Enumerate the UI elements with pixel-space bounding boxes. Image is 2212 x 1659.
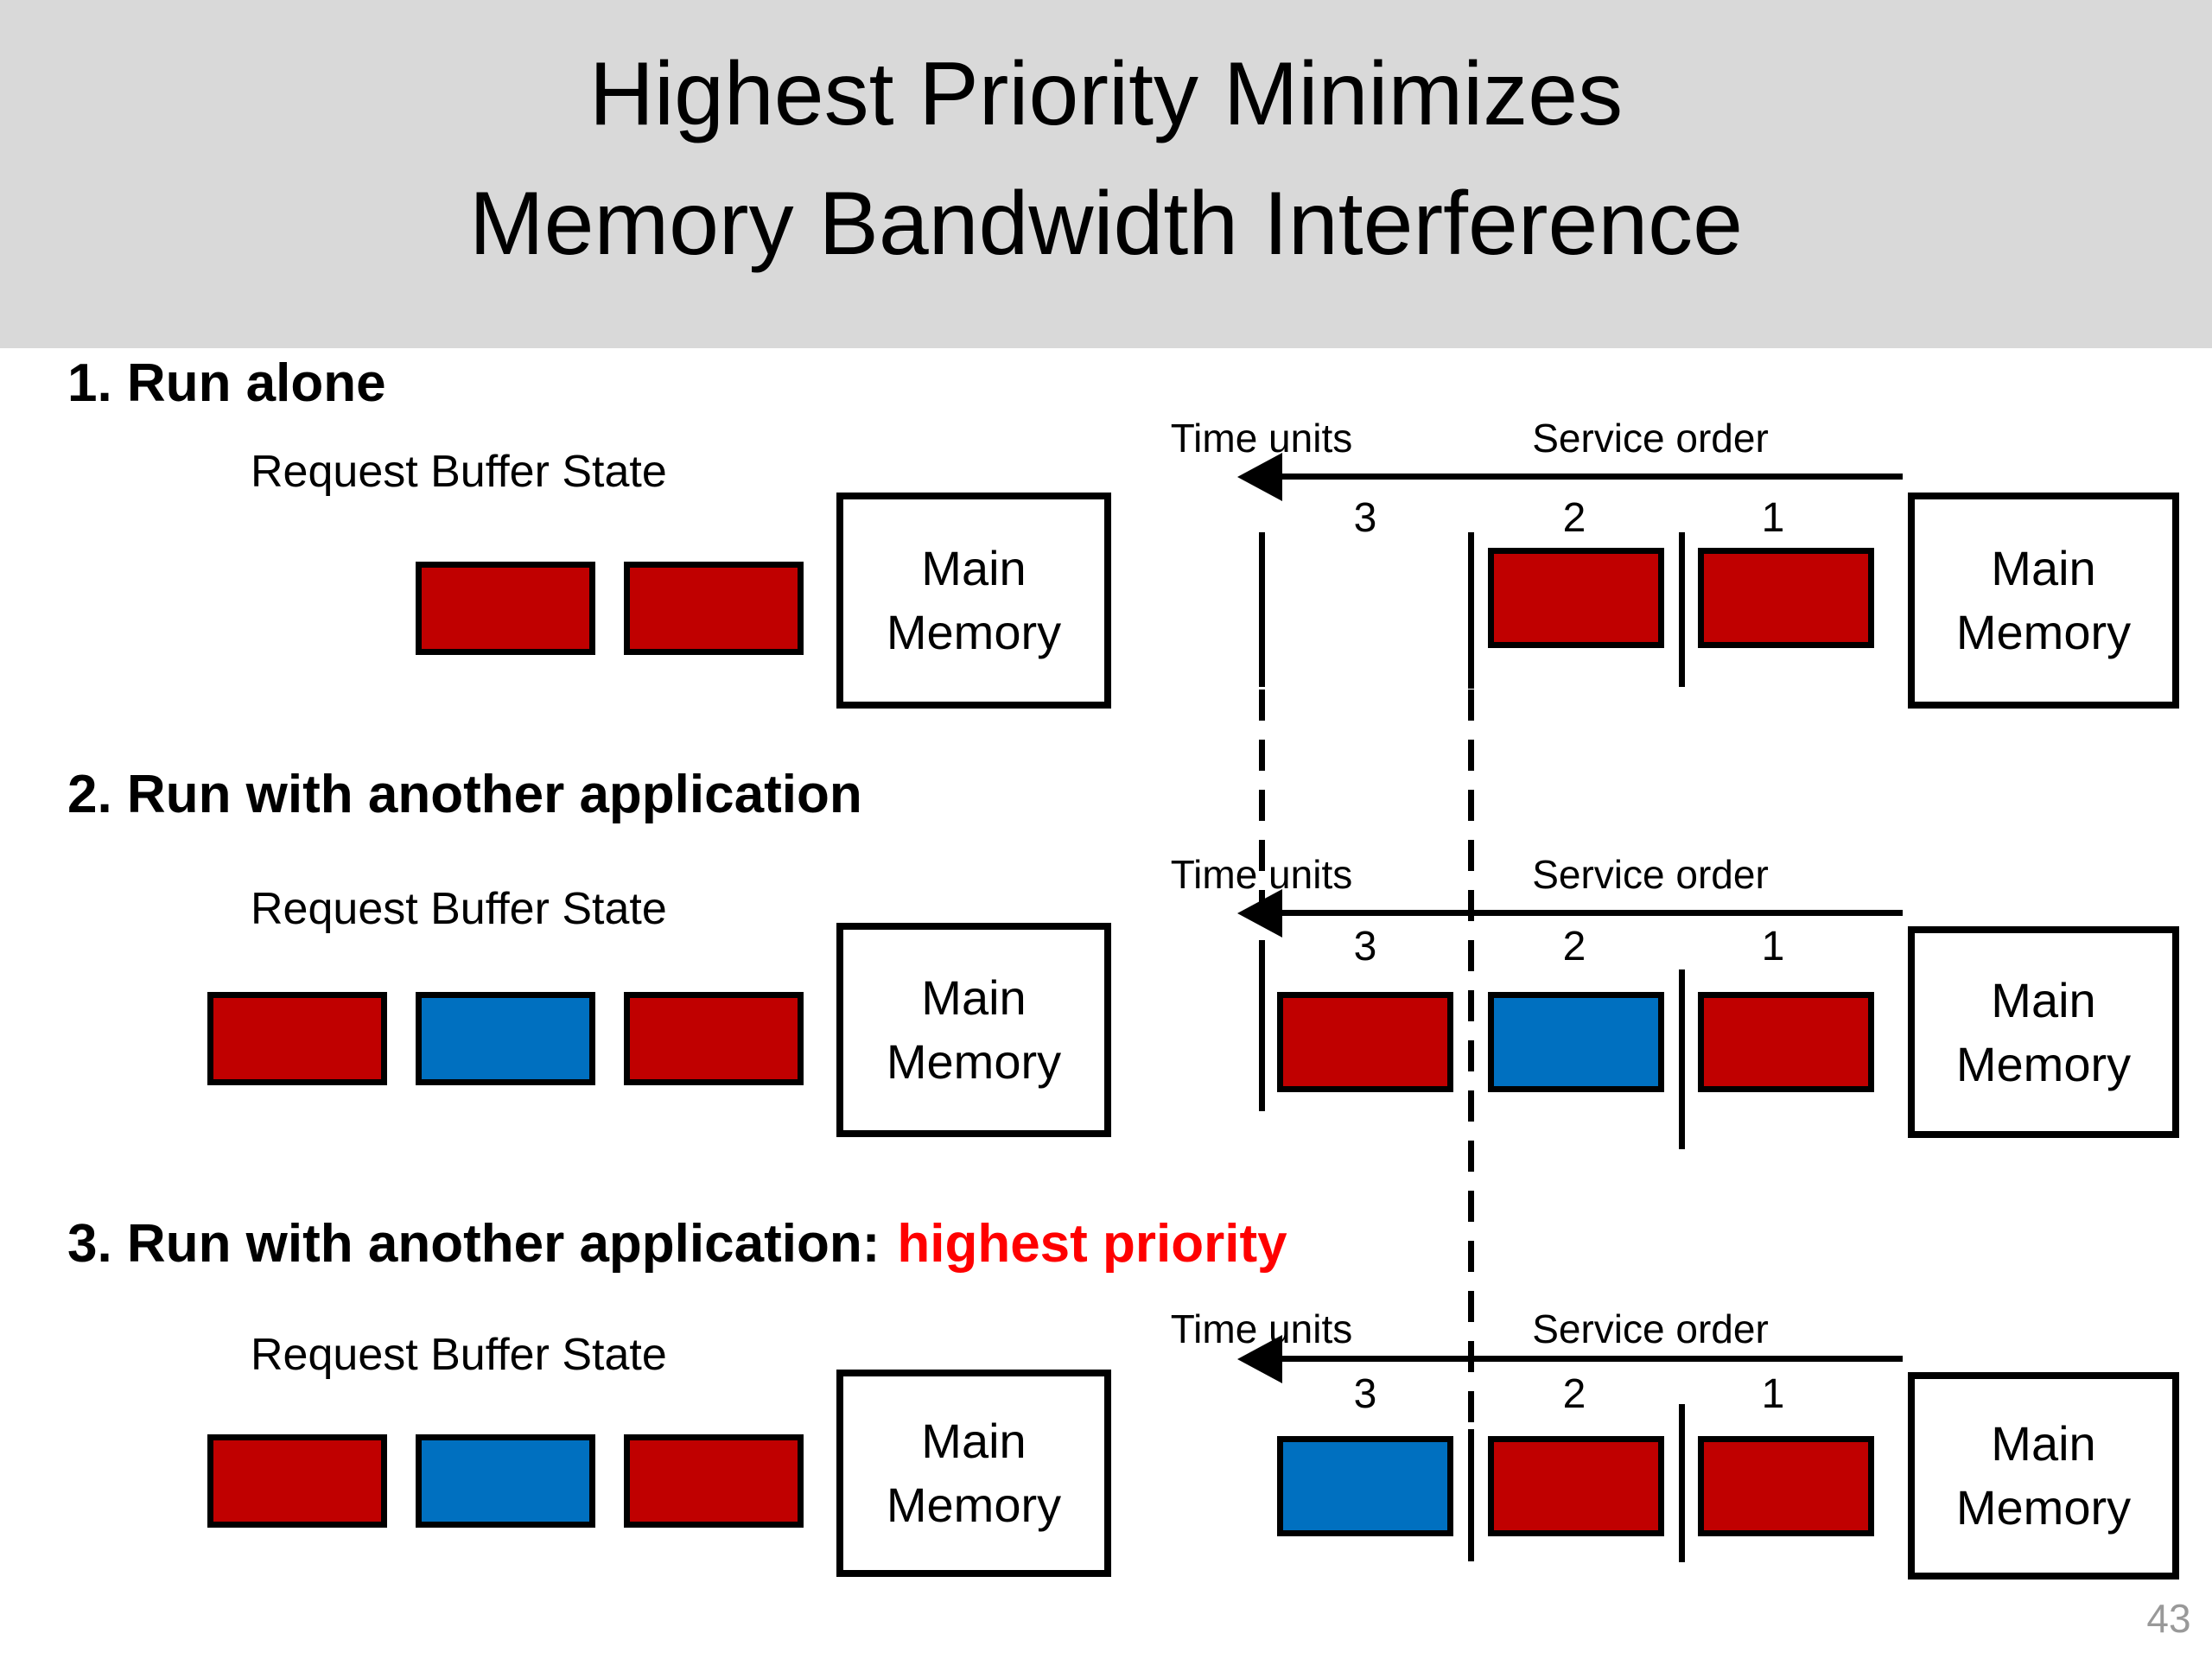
main-memory-label-line2: Memory	[886, 1034, 1062, 1089]
section1-buffer-block-2	[624, 562, 804, 655]
section3-service-block-slot3	[1277, 1436, 1453, 1536]
section3-slot3-number: 3	[1353, 1371, 1377, 1417]
section2-timeline-arrow	[1270, 910, 1903, 916]
section2-slot-divider-left	[1259, 963, 1265, 1111]
section2-slot-divider-right	[1679, 969, 1685, 1149]
section3-buffer-block-2	[416, 1434, 595, 1528]
main-memory-label-line1: Main	[1991, 972, 2096, 1027]
section1-slot2-number: 2	[1562, 495, 1586, 541]
main-memory-label-line1: Main	[1991, 1416, 2096, 1471]
main-memory-label-line2: Memory	[1955, 1480, 2132, 1535]
section2-heading-text: 2. Run with another application	[67, 765, 862, 824]
section2-buffer-block-2	[416, 992, 595, 1085]
section3-buffer-block-1	[207, 1434, 387, 1528]
section2-request-buffer-label: Request Buffer State	[251, 884, 667, 934]
section1-left-main-memory-box: Main Memory	[836, 493, 1111, 709]
slide-title: Highest Priority Minimizes Memory Bandwi…	[0, 29, 2212, 289]
main-memory-label-line1: Main	[921, 1414, 1027, 1468]
section3-buffer-block-3	[624, 1434, 804, 1528]
section2-buffer-block-1	[207, 992, 387, 1085]
section2-slot2-number: 2	[1562, 924, 1586, 969]
section1-slot-divider-left	[1259, 532, 1265, 687]
section1-heading-text: 1. Run alone	[67, 353, 386, 413]
section1-heading: 1. Run alone	[67, 353, 386, 414]
main-memory-label-line2: Memory	[886, 605, 1062, 659]
section3-service-order-label: Service order	[1532, 1306, 1769, 1351]
section3-slot-divider-right	[1679, 1404, 1685, 1562]
section3-heading: 3. Run with another application: highest …	[67, 1213, 1287, 1274]
section1-slot3-number: 3	[1353, 495, 1377, 541]
section3-right-main-memory-box: Main Memory	[1908, 1372, 2179, 1580]
section1-request-buffer-label: Request Buffer State	[251, 447, 667, 497]
title-banner	[0, 0, 2212, 348]
slide-title-line2: Memory Bandwidth Interference	[468, 174, 1744, 274]
section1-slot-divider-mid	[1468, 532, 1474, 689]
main-memory-label-line2: Memory	[1955, 1036, 2132, 1091]
main-memory-label-line2: Memory	[886, 1478, 1062, 1532]
timeline-dashed-guide-left	[1259, 690, 1265, 963]
section1-service-block-slot1	[1698, 548, 1874, 648]
section2-slot1-number: 1	[1761, 924, 1785, 969]
section2-service-block-slot2	[1488, 992, 1664, 1092]
section2-slot3-number: 3	[1353, 924, 1377, 969]
section3-service-block-slot1	[1698, 1436, 1874, 1536]
page-number: 43	[2146, 1596, 2191, 1641]
section3-left-main-memory-box: Main Memory	[836, 1370, 1111, 1577]
section3-timeline-arrow	[1270, 1356, 1903, 1362]
section1-buffer-block-1	[416, 562, 595, 655]
main-memory-label-line1: Main	[1991, 541, 2096, 595]
section1-service-order-label: Service order	[1532, 416, 1769, 461]
section3-slot1-number: 1	[1761, 1371, 1785, 1417]
timeline-dashed-guide-right	[1468, 690, 1474, 1429]
section1-right-main-memory-box: Main Memory	[1908, 493, 2179, 709]
section3-heading-text: 3. Run with another application:	[67, 1214, 880, 1274]
main-memory-label-line1: Main	[921, 970, 1027, 1025]
main-memory-label-line1: Main	[921, 541, 1027, 595]
section1-slot-divider-right	[1679, 532, 1685, 687]
section2-right-main-memory-box: Main Memory	[1908, 926, 2179, 1138]
section3-slot-divider-mid	[1468, 1429, 1474, 1561]
section2-service-order-label: Service order	[1532, 852, 1769, 897]
section2-left-main-memory-box: Main Memory	[836, 923, 1111, 1137]
section2-buffer-block-3	[624, 992, 804, 1085]
section2-heading: 2. Run with another application	[67, 764, 862, 825]
section2-service-block-slot3	[1277, 992, 1453, 1092]
slide-title-line1: Highest Priority Minimizes	[588, 44, 1624, 144]
section2-service-block-slot1	[1698, 992, 1874, 1092]
section1-timeline-arrow	[1270, 474, 1903, 480]
section1-slot1-number: 1	[1761, 495, 1785, 541]
section3-slot2-number: 2	[1562, 1371, 1586, 1417]
main-memory-label-line2: Memory	[1955, 605, 2132, 659]
section1-service-block-slot2	[1488, 548, 1664, 648]
section3-heading-highlight: highest priority	[897, 1214, 1287, 1274]
section3-service-block-slot2	[1488, 1436, 1664, 1536]
section3-request-buffer-label: Request Buffer State	[251, 1330, 667, 1380]
